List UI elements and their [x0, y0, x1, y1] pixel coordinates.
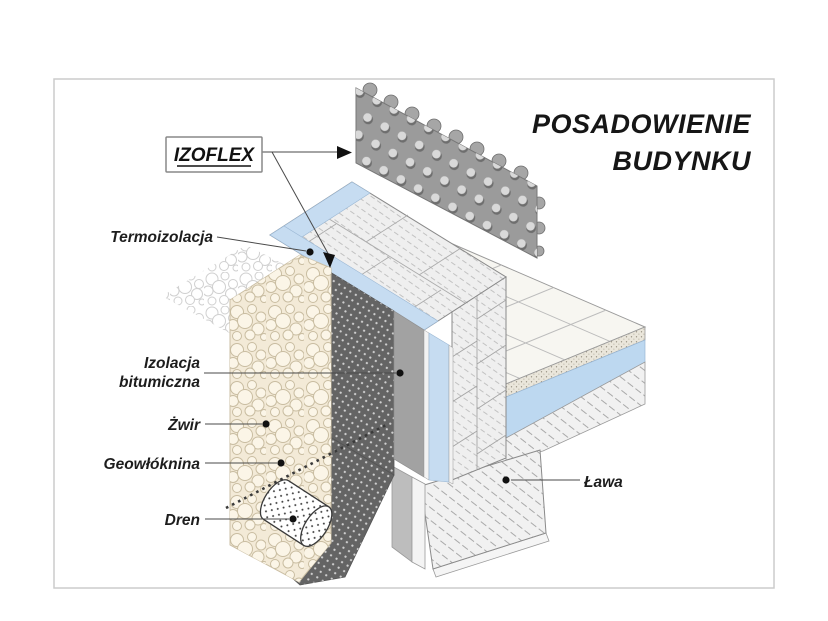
label-geowloknina: Geowłóknina	[104, 456, 201, 473]
label-termoizolacja: Termoizolacja	[110, 229, 213, 246]
izoflex-label: IZOFLEX	[174, 145, 256, 166]
lawa-dot	[502, 476, 510, 484]
arrow-right-icon	[337, 146, 352, 159]
label-izolacja-line2: bitumiczna	[119, 374, 200, 391]
termoizolacja-dot	[306, 248, 314, 256]
footing-end-face	[391, 465, 413, 563]
bituminous-coat-face	[393, 310, 425, 478]
geotextile-dotted-line	[225, 422, 389, 510]
dren-dot	[289, 515, 297, 523]
thermal-insulation-vertical-band	[428, 332, 450, 483]
wall-edge-strip	[423, 329, 430, 481]
drain-pipe	[259, 479, 333, 547]
izoflex-label-box: IZOFLEX	[165, 136, 263, 173]
wall-interior-face	[451, 276, 507, 481]
izoflex-sheet	[355, 82, 546, 259]
leader-lines	[204, 146, 580, 523]
zwir-dot	[262, 420, 270, 428]
wall-edge-strip-2	[448, 344, 454, 485]
footing-end-edge	[411, 476, 426, 570]
label-zwir: Żwir	[167, 417, 201, 434]
label-dren: Dren	[165, 512, 200, 529]
label-lawa: Ława	[583, 474, 623, 491]
izolacja-bitumiczna-dot	[396, 369, 404, 377]
geowloknina-dot	[277, 459, 285, 467]
label-izolacja-line1: Izolacja	[144, 355, 200, 372]
diagram-title-line2: BUDYNKU	[613, 146, 753, 176]
arrow-down-icon	[323, 252, 335, 268]
diagram-title-line1: POSADOWIENIE	[532, 109, 752, 139]
